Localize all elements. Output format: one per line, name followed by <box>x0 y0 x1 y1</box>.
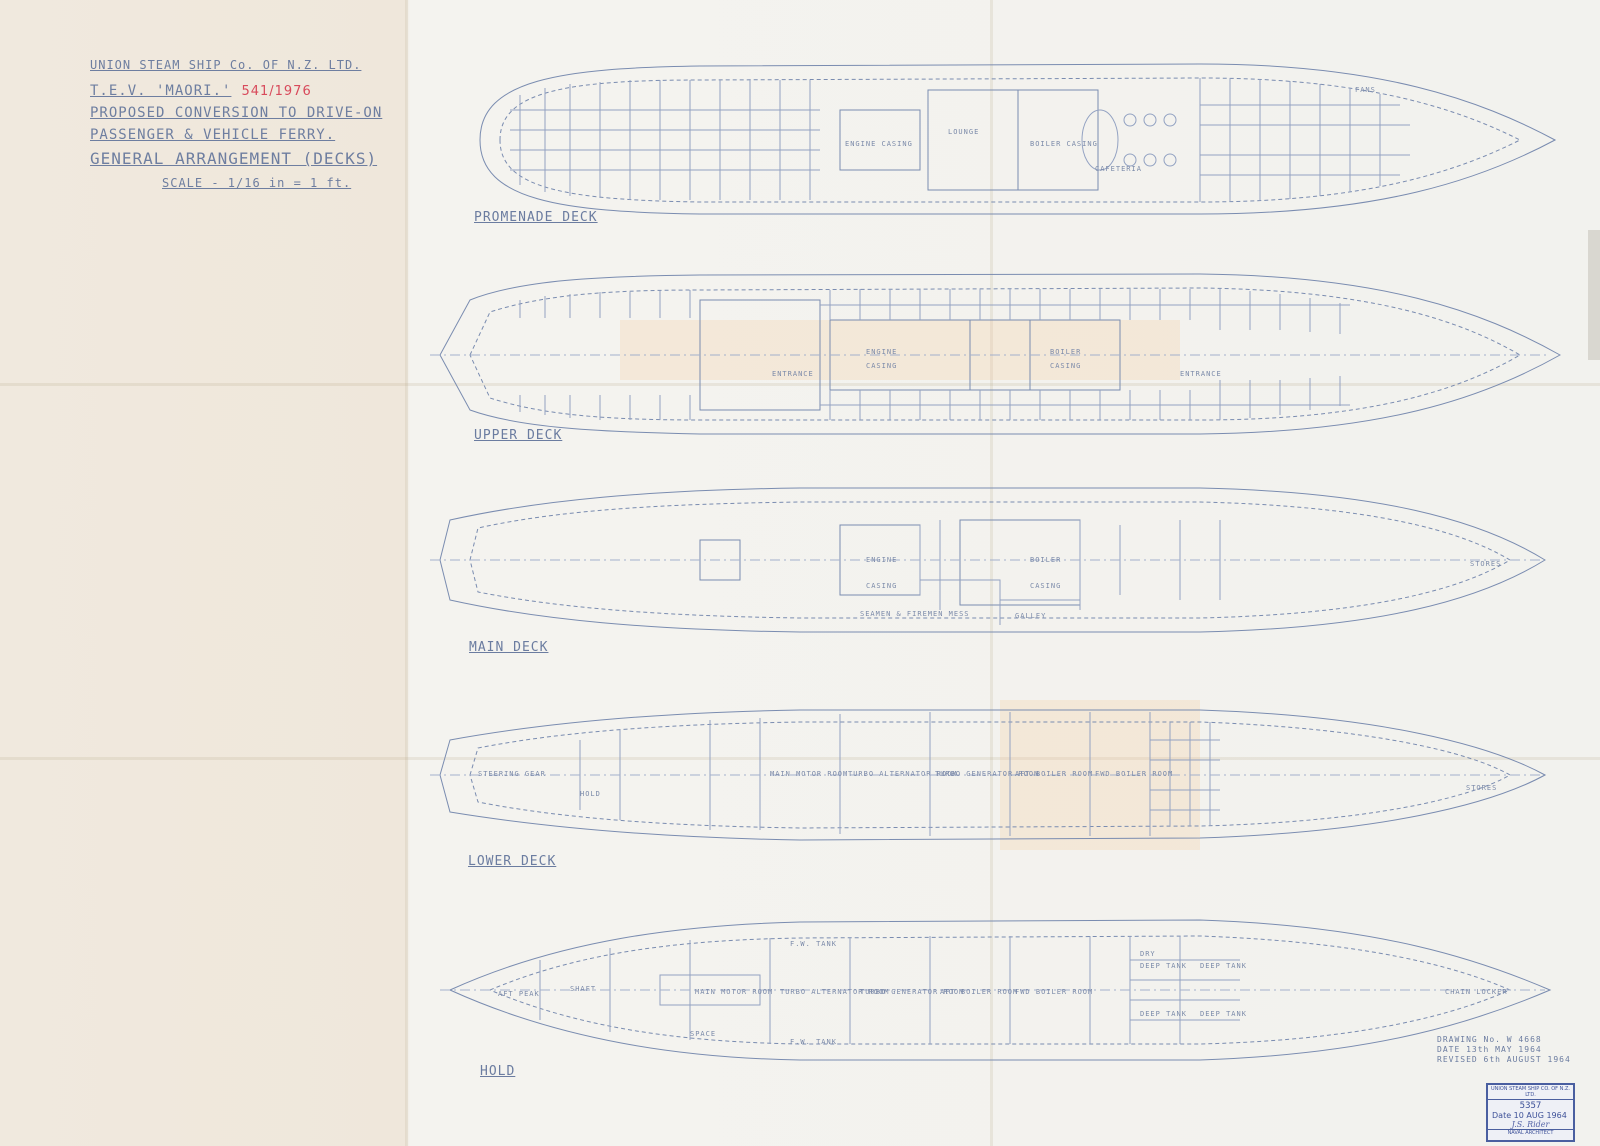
room-label: TURBO GENERATOR ROOM <box>860 988 965 996</box>
room-label: DRY <box>1140 950 1156 958</box>
upper-deck-label: UPPER DECK <box>474 428 563 443</box>
room-label: TURBO ALTERNATOR ROOM <box>780 988 890 996</box>
drawing-number: DRAWING No. W 4668 <box>1437 1035 1542 1044</box>
room-label: AFT BOILER ROOM <box>940 988 1019 996</box>
drawing-subject: GENERAL ARRANGEMENT (DECKS) <box>90 149 378 168</box>
room-label: STORES <box>1470 560 1502 568</box>
room-label: FWD BOILER ROOM <box>1095 770 1174 778</box>
room-label: ENGINE CASING <box>845 140 913 148</box>
room-label: DEEP TANK <box>1200 962 1247 970</box>
drawing-revised: REVISED 6th AUGUST 1964 <box>1437 1055 1571 1064</box>
room-label: FWD BOILER ROOM <box>1015 988 1094 996</box>
drawing-info: DRAWING No. W 4668 DATE 13th MAY 1964 RE… <box>1437 1035 1571 1065</box>
fold-line <box>0 383 1600 386</box>
room-label: CASING <box>1050 362 1082 370</box>
promenade-deck-label: PROMENADE DECK <box>474 210 598 225</box>
fold-line <box>0 757 1600 760</box>
proposal-line-2: PASSENGER & VEHICLE FERRY. <box>90 127 336 143</box>
main-deck-label: MAIN DECK <box>469 640 549 655</box>
room-label: SEAMEN & FIREMEN MESS <box>860 610 970 618</box>
room-label: BOILER <box>1050 348 1082 356</box>
room-label: ENGINE <box>866 348 898 356</box>
room-label: F.W. TANK <box>790 1038 837 1046</box>
stamp-number: 5357 <box>1519 1101 1542 1111</box>
drawing-scale: SCALE - 1/16 in = 1 ft. <box>162 176 352 190</box>
room-label: CASING <box>866 582 898 590</box>
reference-number: 541/1976 <box>241 84 312 99</box>
room-label: BOILER <box>1030 556 1062 564</box>
room-label: CHAIN LOCKER <box>1445 988 1508 996</box>
stamp-header: UNION STEAM SHIP CO. OF N.Z. LTD. <box>1488 1085 1573 1100</box>
stamp-footer: NAVAL ARCHITECT <box>1488 1129 1573 1136</box>
edge-tab <box>1588 230 1600 360</box>
room-label: LOUNGE <box>948 128 980 136</box>
room-label: AFT PEAK <box>498 990 540 998</box>
room-label: FANS <box>1355 86 1376 94</box>
room-label: CAFETERIA <box>1095 165 1142 173</box>
stamp-signature: J.S. Rider <box>1511 1120 1550 1129</box>
room-label: ENTRANCE <box>772 370 814 378</box>
stamp-date: Date 10 AUG 1964 <box>1492 1111 1567 1120</box>
room-label: HOLD <box>580 790 601 798</box>
room-label: TURBO GENERATOR ROOM <box>935 770 1040 778</box>
room-label: DEEP TANK <box>1200 1010 1247 1018</box>
room-label: GALLEY <box>1015 612 1047 620</box>
room-label: AFT BOILER ROOM <box>1015 770 1094 778</box>
room-label: TURBO ALTERNATOR ROOM <box>848 770 958 778</box>
room-label: ENTRANCE <box>1180 370 1222 378</box>
main-deck-plan <box>430 487 1546 633</box>
room-label: STORES <box>1466 784 1498 792</box>
company-name: UNION STEAM SHIP Co. OF N.Z. LTD. <box>90 58 362 72</box>
lower-deck-plan <box>430 709 1547 841</box>
room-label: DEEP TANK <box>1140 962 1187 970</box>
drawing-date: DATE 13th MAY 1964 <box>1437 1045 1542 1054</box>
hold-plan <box>440 919 1552 1061</box>
room-label: DEEP TANK <box>1140 1010 1187 1018</box>
room-label: ENGINE <box>866 556 898 564</box>
upper-deck-plan <box>430 273 1562 435</box>
lower-deck-label: LOWER DECK <box>468 854 557 869</box>
hold-label: HOLD <box>480 1064 516 1079</box>
room-label: F.W. TANK <box>790 940 837 948</box>
room-label: CASING <box>1030 582 1062 590</box>
room-label: MAIN MOTOR ROOM <box>770 770 849 778</box>
room-label: BOILER CASING <box>1030 140 1098 148</box>
fold-line <box>990 0 993 1146</box>
promenade-deck-plan <box>479 63 1557 215</box>
room-label: SHAFT <box>570 985 597 993</box>
paper-stain <box>620 320 1180 380</box>
room-label: CASING <box>866 362 898 370</box>
room-label: SPACE <box>690 1030 717 1038</box>
fold-line <box>405 0 408 1146</box>
room-label: STEERING GEAR <box>478 770 546 778</box>
ship-name: T.E.V. 'MAORI.' <box>90 83 232 99</box>
approval-stamp: UNION STEAM SHIP CO. OF N.Z. LTD. 5357 D… <box>1486 1083 1575 1142</box>
proposal-line-1: PROPOSED CONVERSION TO DRIVE-ON <box>90 105 383 121</box>
room-label: MAIN MOTOR ROOM <box>695 988 774 996</box>
title-block: UNION STEAM SHIP Co. OF N.Z. LTD. T.E.V.… <box>90 58 410 190</box>
